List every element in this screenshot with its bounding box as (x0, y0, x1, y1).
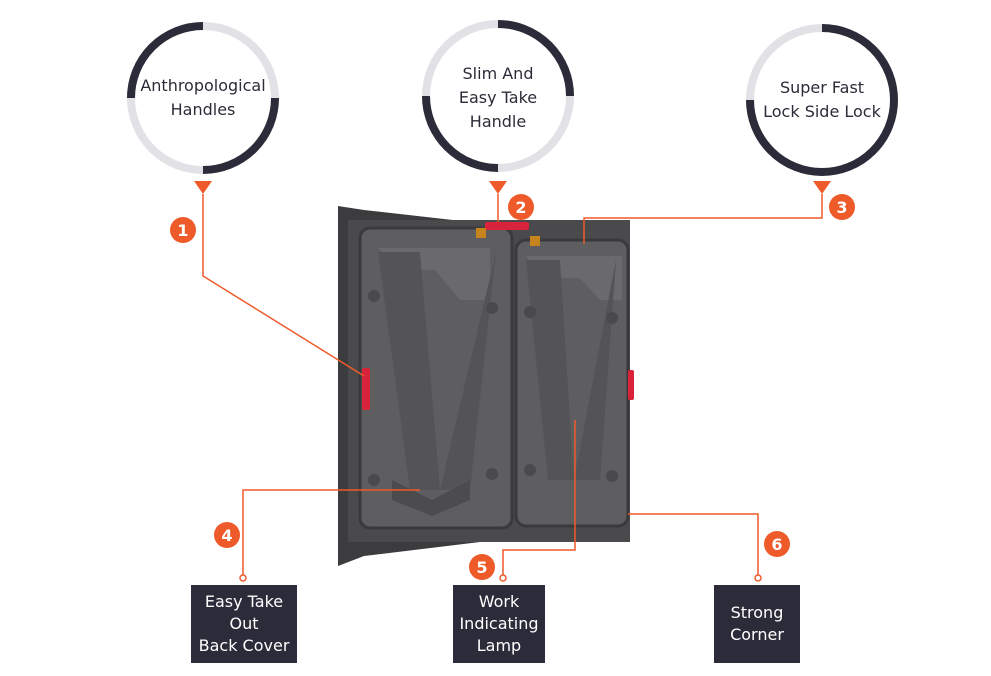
top-handle (485, 222, 529, 230)
badge-4: 4 (214, 522, 240, 548)
callout-4-label: Easy Take Out Back Cover (191, 585, 297, 663)
pointer-1 (194, 181, 212, 194)
callout-1-label: Anthropological Handles (140, 76, 266, 119)
badge-3: 3 (829, 194, 855, 220)
pointer-2 (489, 181, 507, 194)
badge-2: 2 (508, 194, 534, 220)
callout-2-label: Slim And Easy Take Handle (458, 64, 538, 131)
badge-5: 5 (469, 554, 495, 580)
leader-lines (202, 194, 823, 576)
ring-2 (422, 20, 574, 172)
pointer-3 (813, 181, 831, 194)
callout-6-label: Strong Corner (714, 585, 800, 663)
ring-3 (746, 24, 898, 176)
badge-6: 6 (764, 531, 790, 557)
callout-3-label: Super Fast Lock Side Lock (763, 78, 881, 121)
side-handle (362, 368, 370, 410)
cabinet (338, 206, 634, 566)
ring-1 (127, 22, 279, 174)
callout-5-label: Work Indicating Lamp (453, 585, 545, 663)
badge-1: 1 (170, 217, 196, 243)
